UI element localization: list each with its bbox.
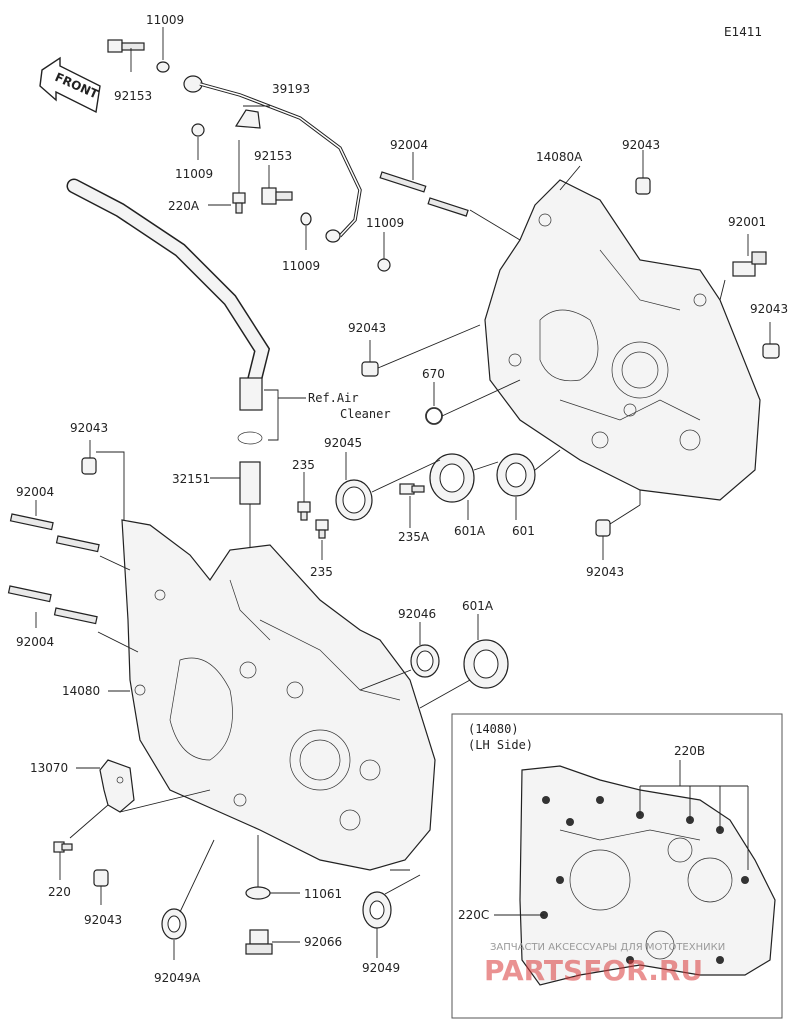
- label-92043-top: 92043: [622, 138, 660, 152]
- banjo-bolt-92153-top: [107, 39, 145, 53]
- bolt-220A: [232, 192, 246, 214]
- plate-13070: [99, 759, 135, 813]
- oil-seal-92045: [335, 479, 373, 521]
- banjo-bolt-92153-mid: [261, 187, 293, 205]
- oring-670: [425, 407, 443, 425]
- dowel-92043-top: [635, 177, 651, 195]
- label-11009-a: 11009: [146, 13, 184, 27]
- needle-bearing-92046: [410, 644, 440, 678]
- inset-title-2: (LH Side): [468, 738, 533, 752]
- washer-11061: [245, 886, 271, 900]
- inset-box: [451, 713, 783, 1019]
- bolt-220: [53, 841, 73, 853]
- screw-235-a: [297, 501, 311, 521]
- label-601A-b: 601A: [462, 599, 494, 613]
- washer-11009-c: [300, 212, 312, 226]
- label-14080A: 14080A: [536, 150, 583, 164]
- washer-11009-b: [191, 123, 205, 137]
- label-92004-top: 92004: [390, 138, 428, 152]
- dowel-92043-lower-right: [595, 519, 611, 537]
- label-601: 601: [512, 524, 535, 538]
- label-39193: 39193: [272, 82, 310, 96]
- watermark-line-2: PARTSFOR.RU: [484, 954, 703, 987]
- label-ref-air-1: Ref.Air: [308, 391, 359, 405]
- label-601A-a: 601A: [454, 524, 486, 538]
- label-220: 220: [48, 885, 71, 899]
- pipe-39193: [183, 75, 362, 243]
- label-220C: 220C: [458, 908, 489, 922]
- label-ref-air-2: Cleaner: [340, 407, 391, 421]
- front-arrow-icon: FRONT: [39, 56, 101, 114]
- plug-92066: [245, 929, 273, 955]
- stud-92004-left-b: [7, 585, 98, 625]
- dowel-92043-left: [81, 457, 97, 475]
- label-11009-b: 11009: [175, 167, 213, 181]
- stud-92004-top: [379, 171, 469, 217]
- screw-235-b: [315, 519, 329, 539]
- label-92066: 92066: [304, 935, 342, 949]
- breather-hose: [66, 178, 271, 445]
- dowel-92043-bottom: [93, 869, 109, 887]
- oil-seal-92049: [362, 891, 392, 929]
- label-92043-bottom: 92043: [84, 913, 122, 927]
- label-32151: 32151: [172, 472, 210, 486]
- dowel-92043-mid: [361, 361, 379, 377]
- bearing-601A-right: [429, 453, 475, 503]
- label-92043-left: 92043: [70, 421, 108, 435]
- label-92004-left-b: 92004: [16, 635, 54, 649]
- washer-11009-d: [377, 258, 391, 272]
- bearing-601A-left: [463, 639, 509, 689]
- label-235-b: 235: [310, 565, 333, 579]
- bearing-601: [496, 453, 536, 497]
- label-92045: 92045: [324, 436, 362, 450]
- label-92043-mid: 92043: [348, 321, 386, 335]
- plug-92001: [732, 251, 767, 277]
- label-220B: 220B: [674, 744, 705, 758]
- washer-11009-a: [156, 61, 170, 73]
- label-92153-a: 92153: [114, 89, 152, 103]
- label-92049A: 92049A: [154, 971, 201, 985]
- label-235-a: 235: [292, 458, 315, 472]
- label-92004-left-a: 92004: [16, 485, 54, 499]
- label-220A: 220A: [168, 199, 200, 213]
- oil-seal-92049A: [161, 908, 187, 940]
- label-235A: 235A: [398, 530, 430, 544]
- label-92001: 92001: [728, 215, 766, 229]
- crankcase-right-14080A: [484, 179, 761, 501]
- label-14080: 14080: [62, 684, 100, 698]
- label-92043-right: 92043: [750, 302, 788, 316]
- label-670: 670: [422, 367, 445, 381]
- label-11061: 11061: [304, 887, 342, 901]
- label-92049: 92049: [362, 961, 400, 975]
- label-92153-b: 92153: [254, 149, 292, 163]
- dowel-92043-right: [762, 343, 780, 359]
- label-13070: 13070: [30, 761, 68, 775]
- label-11009-d: 11009: [366, 216, 404, 230]
- tube-32151: [239, 461, 261, 505]
- label-11009-c: 11009: [282, 259, 320, 273]
- screw-235A: [399, 483, 425, 495]
- inset-title-1: (14080): [468, 722, 519, 736]
- crankcase-left-14080: [121, 519, 436, 871]
- label-92043-lower-right: 92043: [586, 565, 624, 579]
- label-92046: 92046: [398, 607, 436, 621]
- watermark-line-1: ЗАПЧАСТИ АКСЕССУАРЫ ДЛЯ МОТОТЕХНИКИ: [490, 942, 725, 953]
- diagram-code: E1411: [724, 25, 762, 39]
- inset-lh-side-crankcase: [519, 765, 776, 986]
- stud-92004-left-a: [9, 513, 100, 553]
